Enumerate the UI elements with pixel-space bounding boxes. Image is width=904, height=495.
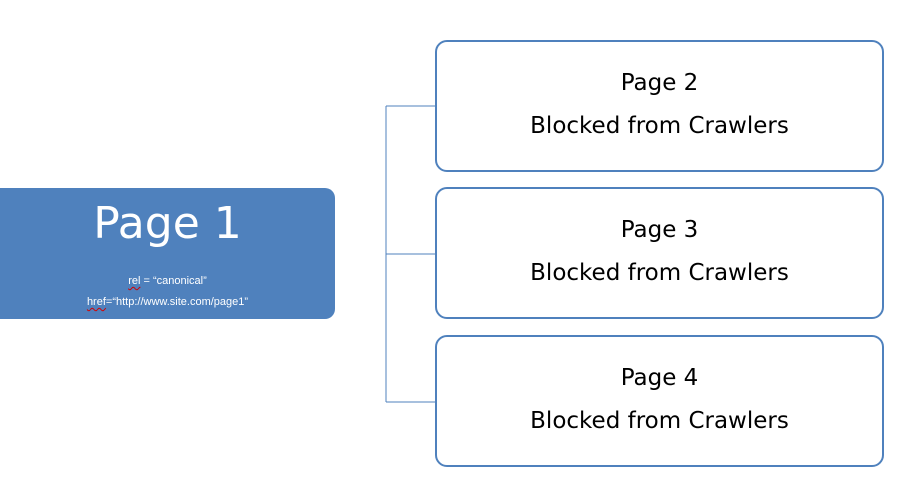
child-node-page-2: Page 2 Blocked from Crawlers	[435, 40, 884, 172]
href-attr-name: href	[86, 296, 106, 308]
child-node-page-3: Page 3 Blocked from Crawlers	[435, 187, 884, 319]
child-node-page-4: Page 4 Blocked from Crawlers	[435, 335, 884, 467]
child-node-status: Blocked from Crawlers	[530, 408, 789, 434]
root-node-page-1: Page 1 rel = “canonical” href=“http://ww…	[0, 188, 335, 319]
href-attr-value: =“http://www.site.com/page1”	[105, 296, 249, 308]
child-node-status: Blocked from Crawlers	[530, 260, 789, 286]
child-node-title: Page 4	[620, 365, 699, 391]
href-attribute: href=“http://www.site.com/page1”	[0, 295, 335, 309]
child-node-title: Page 2	[620, 70, 699, 96]
rel-attr-value: = “canonical”	[140, 275, 207, 287]
child-node-title: Page 3	[620, 217, 699, 243]
child-node-status: Blocked from Crawlers	[530, 113, 789, 139]
rel-canonical-attribute: rel = “canonical”	[0, 274, 335, 288]
root-node-title: Page 1	[93, 198, 242, 249]
rel-attr-name: rel	[128, 275, 141, 287]
